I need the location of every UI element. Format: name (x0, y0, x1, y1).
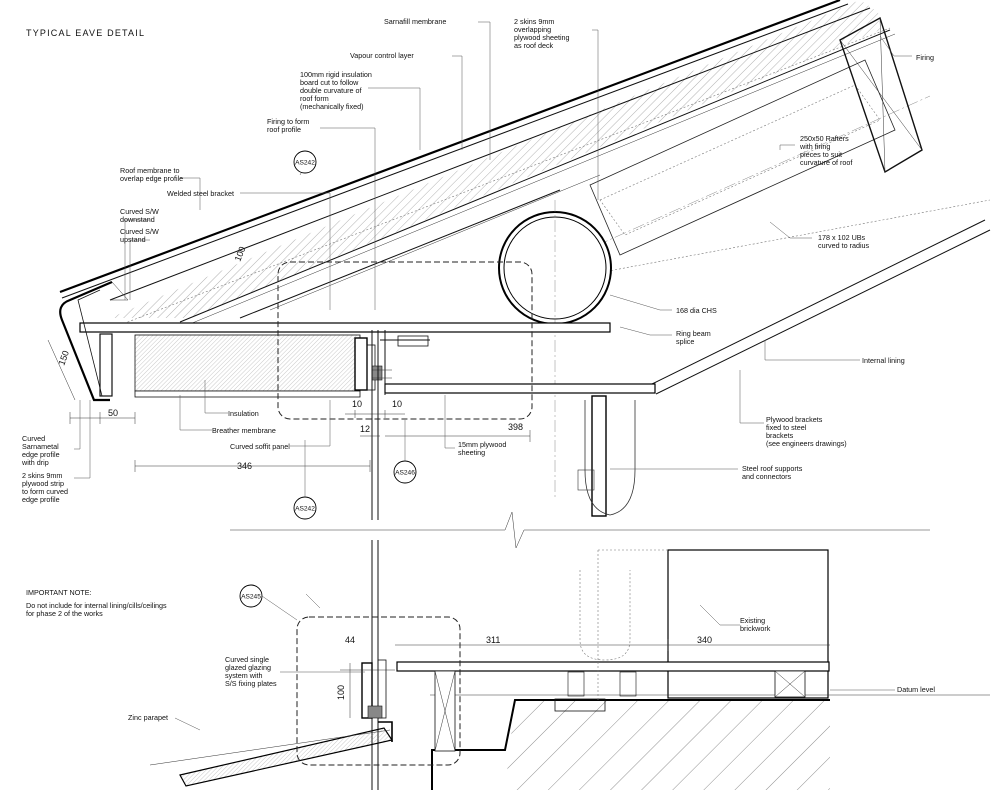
label-glazing-1: Curved single (225, 655, 269, 664)
label-sarnametal-3: edge profile (22, 450, 60, 459)
dim-10-b: 10 (392, 399, 402, 409)
firing-piece (839, 16, 923, 174)
dim-50: 50 (108, 408, 118, 418)
label-roof-membrane-1: Roof membrane to (120, 166, 180, 175)
dim-311: 311 (486, 635, 500, 645)
label-strip-4: edge profile (22, 495, 60, 504)
label-zinc: Zinc parapet (128, 713, 168, 722)
tag-as242-bottom: AS242 (295, 506, 315, 513)
welded-steel-bracket (354, 337, 392, 391)
label-steel-supports-1: Steel roof supports (742, 464, 803, 473)
label-rafters-3: pieces to suit (800, 150, 842, 159)
dim-150: 150 (56, 349, 71, 367)
glazing-mullion (371, 330, 379, 790)
tag-as242-top: AS242 (295, 160, 315, 167)
steel-roof-support (577, 395, 636, 517)
label-plywood-brackets-3: brackets (766, 431, 794, 440)
label-brickwork-2: brickwork (740, 624, 771, 633)
label-downstand-1: Curved S/W (120, 207, 159, 216)
dim-12: 12 (360, 424, 370, 434)
label-roof-membrane-2: overlap edge profile (120, 174, 183, 183)
tag-as246: AS246 (395, 470, 415, 477)
leader-lines (74, 21, 912, 731)
dim-10-a: 10 (352, 399, 362, 409)
tag-as245: AS245 (241, 594, 261, 601)
break-line (230, 511, 930, 549)
dim-346: 346 (237, 461, 252, 471)
label-brickwork-1: Existing (740, 616, 765, 625)
label-firing-form-1: Firing to form (267, 117, 309, 126)
label-plywood-15-2: sheeting (458, 448, 485, 457)
note-line-1: Do not include for internal lining/cills… (26, 601, 167, 610)
label-plywood-brackets-2: fixed to steel (766, 423, 807, 432)
label-plywood-15-1: 15mm plywood (458, 440, 506, 449)
rafter-250x50 (559, 59, 931, 263)
label-rafters-1: 250x50 Rafters (800, 134, 849, 143)
label-vapour: Vapour control layer (350, 51, 414, 60)
label-ring-beam-1: Ring beam (676, 329, 711, 338)
label-upstand-1: Curved S/W (120, 227, 159, 236)
label-glazing-4: S/S fixing plates (225, 679, 277, 688)
label-ubs-1: 178 x 102 UBs (818, 233, 866, 242)
label-glazing-2: glazed glazing (225, 663, 271, 672)
note-line-2: for phase 2 of the works (26, 609, 103, 618)
label-skins-3: plywood sheeting (514, 33, 570, 42)
label-chs: 168 dia CHS (676, 306, 717, 315)
label-firing: Firing (916, 53, 934, 62)
label-plywood-brackets-4: (see engineers drawings) (766, 439, 847, 448)
drawing-title: TYPICAL EAVE DETAIL (26, 28, 145, 38)
label-rafters-2: with firing (799, 142, 830, 151)
section-tags: AS242 AS242 AS246 AS245 (239, 150, 417, 621)
dim-340: 340 (697, 635, 712, 645)
label-insulation: Insulation (228, 409, 259, 418)
label-insul-4: roof form (300, 94, 329, 103)
enlargement-box-as246 (277, 261, 533, 420)
label-downstand-2: downstand (120, 215, 155, 224)
label-strip-2: plywood strip (22, 479, 64, 488)
dim-100-glaze: 100 (336, 685, 346, 700)
label-sarnafill: Sarnafill membrane (384, 17, 446, 26)
label-sarnametal-1: Curved (22, 434, 45, 443)
label-breather: Breather membrane (212, 426, 276, 435)
label-glazing-3: system with (225, 671, 263, 680)
label-skins-1: 2 skins 9mm (514, 17, 554, 26)
label-sarnametal-4: with drip (21, 458, 49, 467)
label-skins-4: as roof deck (514, 41, 554, 50)
edge-profile (59, 280, 129, 402)
annotation-labels: Sarnafill membrane Vapour control layer … (21, 17, 935, 722)
label-ubs-2: curved to radius (818, 241, 870, 250)
label-plywood-brackets-1: Plywood brackets (766, 415, 823, 424)
label-soffit: Curved soffit panel (230, 442, 290, 451)
dim-398: 398 (508, 422, 523, 432)
label-insul-5: (mechanically fixed) (300, 102, 364, 111)
label-insul-3: double curvature of (300, 86, 362, 95)
dim-44: 44 (345, 635, 355, 645)
label-strip-1: 2 skins 9mm (22, 471, 62, 480)
label-strip-3: to form curved (22, 487, 68, 496)
label-firing-form-2: roof profile (267, 125, 301, 134)
label-insul-2: board cut to follow (300, 78, 359, 87)
label-welded: Welded steel bracket (167, 189, 234, 198)
lower-detail (149, 549, 990, 790)
label-sarnametal-2: Sarnametal (22, 442, 59, 451)
dimension-text: 100 150 50 346 10 10 12 398 44 311 340 1… (56, 245, 712, 700)
label-internal-lining: Internal lining (862, 356, 905, 365)
internal-lining (559, 199, 991, 395)
label-ring-beam-2: splice (676, 337, 694, 346)
label-skins-2: overlapping (514, 25, 551, 34)
label-rafters-4: curvature of roof (800, 158, 852, 167)
note-heading: IMPORTANT NOTE: (26, 588, 92, 597)
label-datum: Datum level (897, 685, 935, 694)
roof-build-up (59, 0, 896, 327)
ring-beam-plates (79, 322, 656, 398)
label-insul-1: 100mm rigid insulation (300, 70, 372, 79)
label-steel-supports-2: and connectors (742, 472, 792, 481)
label-upstand-2: upstand (120, 235, 146, 244)
